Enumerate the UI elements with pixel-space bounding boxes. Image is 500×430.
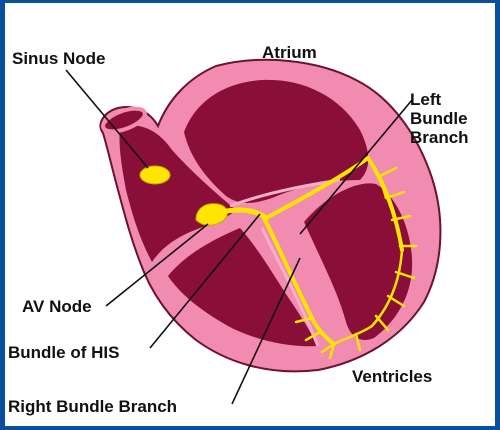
left-bundle-branch-label-2: Bundle xyxy=(410,109,468,128)
sinus-node-shape xyxy=(140,166,170,184)
bundle-of-his-label: Bundle of HIS xyxy=(8,343,119,362)
av-node-label: AV Node xyxy=(22,297,92,316)
atrium-label: Atrium xyxy=(262,43,317,62)
left-bundle-branch-label-3: Branch xyxy=(410,128,469,147)
ventricles-label: Ventricles xyxy=(352,367,432,386)
sinus-node-label: Sinus Node xyxy=(12,49,106,68)
right-bundle-branch-label: Right Bundle Branch xyxy=(8,397,177,416)
left-bundle-branch-label-1: Left xyxy=(410,90,442,109)
